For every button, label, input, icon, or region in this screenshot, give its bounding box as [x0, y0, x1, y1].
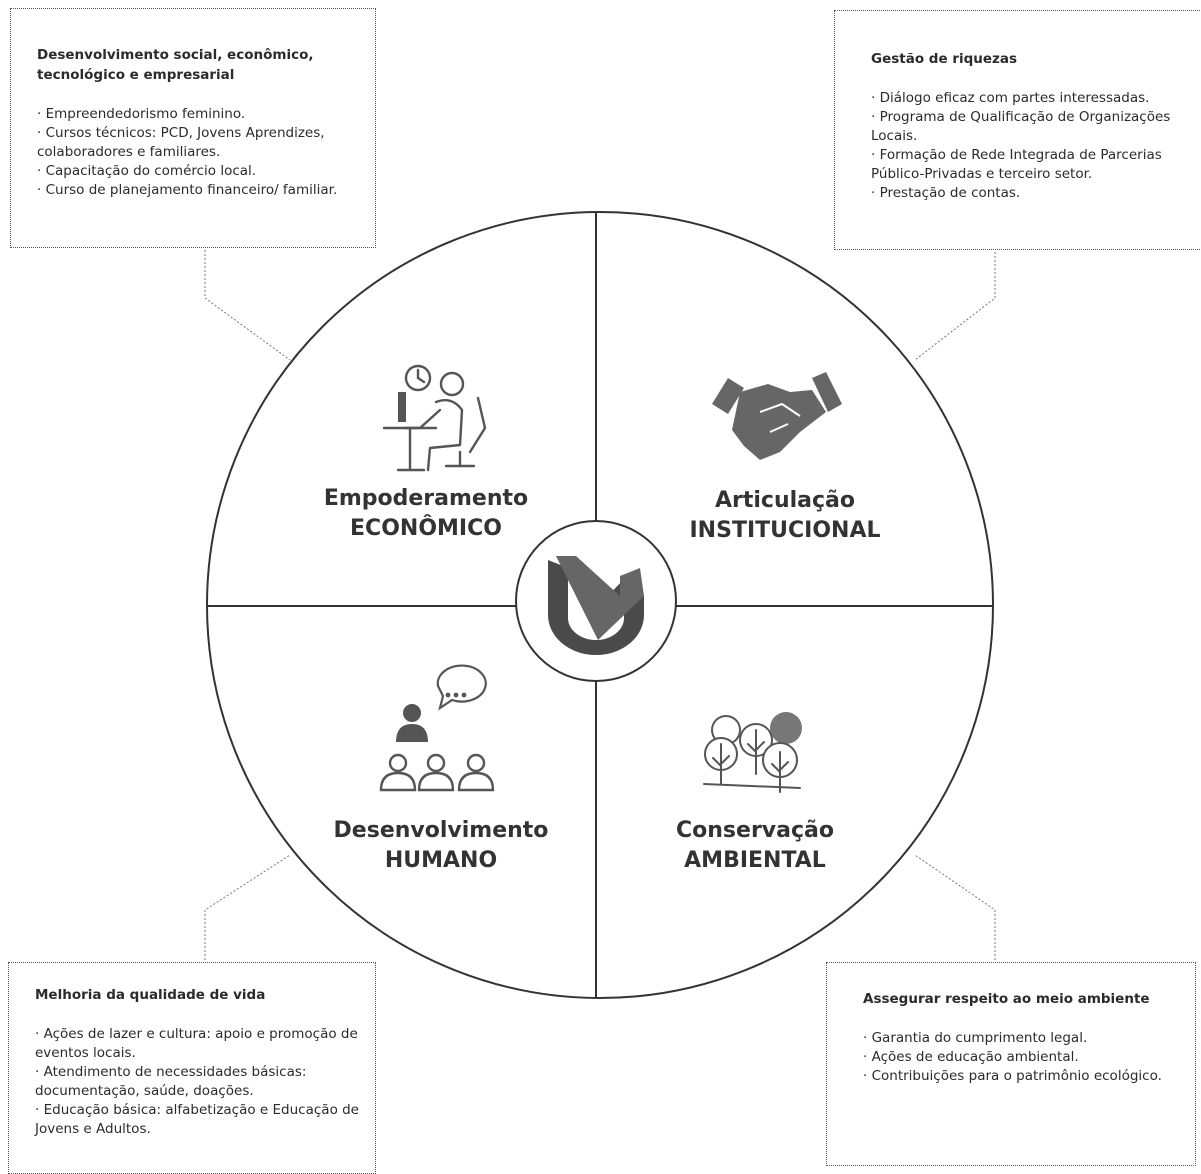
quadrant-title: Articulação — [714, 488, 856, 513]
list-item: Formação de Rede Integrada de Parcerias … — [871, 146, 1189, 184]
quadrant-subtitle: ECONÔMICO — [350, 516, 502, 541]
list-item: Capacitação do comércio local. — [37, 162, 357, 181]
quadrant-label-humano: Desenvolvimento HUMANO — [306, 816, 576, 876]
list-item: Contribuições para o patrimônio ecológic… — [863, 1067, 1183, 1086]
box-list: Garantia do cumprimento legal. Ações de … — [863, 1029, 1183, 1086]
info-box-bottom-left: Melhoria da qualidade de vida Ações de l… — [8, 962, 376, 1174]
box-list: Empreendedorismo feminino. Cursos técnic… — [37, 105, 357, 200]
quadrant-subtitle: AMBIENTAL — [684, 848, 826, 873]
quadrant-title: Desenvolvimento — [333, 818, 549, 843]
quadrant-title: Conservação — [676, 818, 834, 843]
quadrant-label-economico: Empoderamento ECONÔMICO — [296, 484, 556, 544]
info-box-bottom-right: Assegurar respeito ao meio ambiente Gara… — [826, 962, 1196, 1166]
info-box-top-right: Gestão de riquezas Diálogo eficaz com pa… — [834, 10, 1201, 250]
list-item: Educação básica: alfabetização e Educaçã… — [35, 1101, 363, 1139]
box-list: Ações de lazer e cultura: apoio e promoç… — [35, 1025, 363, 1139]
quadrant-subtitle: HUMANO — [384, 848, 498, 873]
list-item: Prestação de contas. — [871, 184, 1189, 203]
office-worker-icon — [382, 364, 487, 472]
list-item: Cursos técnicos: PCD, Jovens Aprendizes,… — [37, 124, 357, 162]
quadrant-title: Empoderamento — [323, 486, 529, 511]
connector-lines — [204, 250, 996, 960]
quadrant-label-ambiental: Conservação AMBIENTAL — [630, 816, 880, 876]
quadrant-label-institucional: Articulação INSTITUCIONAL — [650, 486, 920, 546]
list-item: Curso de planejamento financeiro/ famili… — [37, 181, 357, 200]
list-item: Empreendedorismo feminino. — [37, 105, 357, 124]
quadrant-subtitle: INSTITUCIONAL — [689, 518, 881, 543]
list-item: Diálogo eficaz com partes interessadas. — [871, 89, 1189, 108]
handshake-icon — [712, 372, 842, 460]
list-item: Garantia do cumprimento legal. — [863, 1029, 1183, 1048]
box-title: Gestão de riquezas — [871, 51, 1018, 67]
list-item: Ações de lazer e cultura: apoio e promoç… — [35, 1025, 363, 1063]
list-item: Programa de Qualificação de Organizações… — [871, 108, 1189, 146]
info-box-top-left: Desenvolvimento social, econômico, tecno… — [10, 8, 376, 248]
brand-logo — [548, 556, 644, 655]
audience-speaker-icon — [379, 664, 495, 792]
list-item: Ações de educação ambiental. — [863, 1048, 1183, 1067]
box-title: Melhoria da qualidade de vida — [35, 987, 266, 1003]
box-list: Diálogo eficaz com partes interessadas. … — [871, 89, 1189, 203]
trees-icon — [703, 712, 802, 793]
box-title: Assegurar respeito ao meio ambiente — [863, 991, 1150, 1007]
box-title: Desenvolvimento social, econômico, tecno… — [37, 47, 314, 83]
list-item: Atendimento de necessidades básicas: doc… — [35, 1063, 363, 1101]
